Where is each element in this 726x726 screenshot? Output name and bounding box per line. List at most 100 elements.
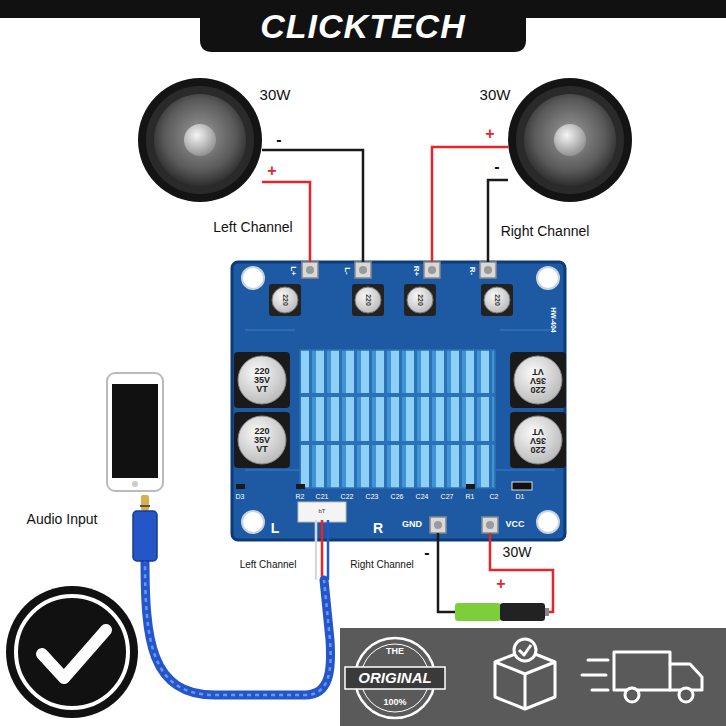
amplifier-board-label: HW-404 <box>549 307 557 333</box>
box-icon <box>514 639 536 661</box>
speaker-icon <box>554 124 586 156</box>
heatsink <box>300 393 495 397</box>
screw-head <box>434 521 442 529</box>
phone-icon <box>107 373 163 491</box>
audio-wires <box>321 520 324 580</box>
seal-text: 100% <box>383 698 406 708</box>
connector-label: R <box>373 521 383 536</box>
mounting-hole <box>537 267 559 289</box>
component-ref: C24 <box>416 493 429 501</box>
screw-terminal <box>430 517 446 533</box>
battery-icon <box>500 603 545 621</box>
polarity-sign: - <box>494 158 499 176</box>
screw-terminal <box>355 262 371 278</box>
check-badge <box>42 630 106 678</box>
heatsink <box>300 441 495 445</box>
pin-label: L+ <box>289 266 298 276</box>
truck-icon <box>614 652 670 690</box>
speaker: 30W <box>508 78 632 202</box>
top-banner <box>0 0 726 52</box>
truck-icon <box>625 688 639 702</box>
capacitor-value: 220 <box>493 294 501 306</box>
screw-head <box>486 521 494 529</box>
mounting-hole <box>537 511 559 533</box>
small-capacitor <box>352 284 384 316</box>
original-seal <box>355 638 435 718</box>
audio-wires <box>327 520 330 580</box>
power-wire <box>438 533 553 612</box>
screw-head <box>484 266 492 274</box>
screw-terminal <box>302 262 318 278</box>
speaker-wire <box>432 147 508 262</box>
capacitor-value: 220 <box>364 294 372 306</box>
component-ref: R1 <box>466 493 475 501</box>
top-banner <box>200 0 526 52</box>
channel-label: Left Channel <box>213 220 292 235</box>
amplifier-board-drawing <box>232 262 565 540</box>
small-capacitor <box>269 284 513 316</box>
channel-label: Right Channel <box>350 559 413 570</box>
speaker-icon <box>184 124 216 156</box>
component-ref: D3 <box>236 493 245 501</box>
component-ref: C2 <box>490 493 499 501</box>
brand-name: CLICKTECH <box>260 8 465 45</box>
large-capacitor <box>510 352 566 408</box>
capacitor-value: 220 35V VT <box>251 367 273 394</box>
speaker-icon <box>524 94 616 186</box>
heatsink <box>300 350 495 488</box>
pin-label: R- <box>468 267 477 275</box>
battery-icon <box>455 603 501 621</box>
smd-component <box>236 484 245 489</box>
audio-wires <box>315 520 318 580</box>
large-capacitor <box>238 416 286 464</box>
smd-component <box>296 484 305 489</box>
speaker-icon <box>138 78 262 202</box>
speaker-wire <box>262 150 363 262</box>
screw-terminal <box>482 517 498 533</box>
polarity-sign: + <box>267 162 276 180</box>
audio-cable <box>145 558 331 695</box>
pin-label: L- <box>343 267 352 275</box>
polarity-sign: - <box>424 544 429 562</box>
seal-text: ORIGINAL <box>358 670 431 687</box>
polarity-sign: - <box>276 131 281 149</box>
truck-icon <box>679 688 693 702</box>
component-ref: C27 <box>441 493 454 501</box>
mounting-hole <box>242 511 264 533</box>
speaker-icon <box>508 78 632 202</box>
smd-component <box>236 482 532 490</box>
speaker-icon <box>154 94 246 186</box>
large-capacitor <box>510 412 566 468</box>
small-capacitor <box>481 284 513 316</box>
large-capacitor <box>238 356 286 404</box>
battery-icon <box>455 603 549 621</box>
small-capacitor <box>269 284 301 316</box>
bottom-panel <box>340 628 726 726</box>
speaker-icon <box>138 78 262 202</box>
screw-terminal <box>424 262 440 278</box>
component-ref: R2 <box>296 493 305 501</box>
heatsink <box>300 350 495 488</box>
smd-component <box>512 482 532 490</box>
large-capacitor <box>514 356 562 404</box>
capacitor-value: 220 35V VT <box>251 427 273 454</box>
power-label: 30W <box>503 545 532 560</box>
check-badge <box>16 596 128 708</box>
component-ref: C23 <box>366 493 379 501</box>
original-seal <box>345 667 445 689</box>
large-capacitor <box>234 352 290 408</box>
large-capacitor <box>514 416 562 464</box>
audio-cable <box>145 558 331 695</box>
component-ref: C22 <box>341 493 354 501</box>
small-capacitor <box>407 287 433 313</box>
small-capacitor <box>484 287 510 313</box>
small-capacitor <box>355 287 381 313</box>
screw-head <box>306 266 314 274</box>
box-icon <box>495 639 555 709</box>
terminal-label: VCC <box>505 520 524 530</box>
audio-cable <box>145 558 331 695</box>
screw-terminal <box>480 262 496 278</box>
